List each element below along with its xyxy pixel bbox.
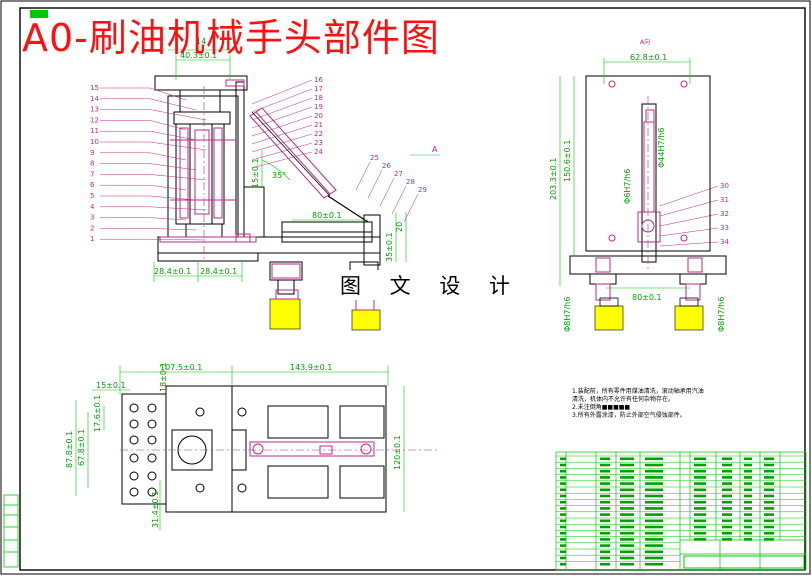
dim-front-80: 80±0.1: [312, 211, 342, 220]
front-base-plate: [157, 236, 381, 254]
dim-front-28-4-left: 28.4±0.1: [154, 267, 191, 276]
balloon-labels: 1514131211109876543211617181920212223242…: [90, 76, 729, 246]
dim-top-120: 120±0.1: [393, 435, 402, 470]
view-label-a: A: [432, 145, 438, 154]
dim-side-80: 80±0.1: [632, 293, 662, 302]
dim-front-35: 35±0.1: [385, 232, 394, 262]
balloon-number: 14: [90, 95, 99, 103]
balloon-number: 25: [370, 154, 379, 162]
left-margin-strip: [3, 494, 19, 568]
front-yellow-block-right: [351, 309, 381, 331]
dim-side-203: 203.3±0.1: [549, 158, 558, 200]
top-main-plate: [165, 385, 387, 513]
balloon-number: 13: [90, 106, 99, 114]
dim-front-20: 20: [395, 222, 404, 232]
balloon-number: 19: [314, 103, 323, 111]
balloon-number: 16: [314, 76, 323, 84]
dim-top-15: 15±0.1: [96, 381, 126, 390]
balloon-number: 26: [382, 162, 391, 170]
dim-front-15: 15±0.1: [251, 158, 260, 188]
balloon-number: 9: [90, 149, 94, 157]
balloon-number: 3: [90, 214, 94, 222]
dim-front-14: 14: [196, 37, 206, 46]
dim-top-17-6: 17.6±0.1: [93, 395, 102, 432]
balloon-number: 29: [418, 186, 427, 194]
top-view: [75, 366, 440, 530]
note-line: 3.所有外露涂漆，防止外部空气侵蚀部件。: [572, 412, 686, 419]
balloon-number: 11: [90, 127, 99, 135]
balloon-number: 20: [314, 112, 323, 120]
sheet-corner-tag: [30, 10, 48, 18]
front-yellow-block-left: [269, 298, 301, 330]
balloon-number: 34: [720, 238, 729, 246]
dim-top-107-5: 107.5±0.1: [160, 363, 202, 372]
balloon-number: 6: [90, 181, 95, 189]
view-label-a-direction: A向: [640, 38, 650, 46]
balloon-number: 1: [90, 235, 94, 243]
balloon-number: 27: [394, 170, 403, 178]
balloon-number: 2: [90, 224, 94, 232]
front-column: [167, 95, 239, 238]
dim-front-angle: 35°: [272, 171, 286, 180]
dim-side-6h7: Φ6H7/h6: [623, 169, 632, 204]
dim-front-28-4-right: 28.4±0.1: [200, 267, 237, 276]
balloon-number: 15: [90, 84, 99, 92]
dim-side-150: 150.6±0.1: [563, 140, 572, 182]
balloon-number: 12: [90, 116, 99, 124]
dim-top-18: 18±0.1: [159, 362, 168, 392]
balloon-number: 5: [90, 192, 94, 200]
balloon-number: 10: [90, 138, 99, 146]
balloon-number: 23: [314, 139, 323, 147]
side-yellow-block-right: [674, 305, 704, 331]
balloon-number: 30: [720, 182, 729, 190]
dim-top-87-8: 87.8±0.1: [65, 431, 74, 468]
dim-top-31-4: 31.4±0.1: [151, 491, 160, 528]
dim-side-44h7: Φ44H7/h6: [657, 128, 666, 168]
balloon-number: 7: [90, 170, 94, 178]
dim-front-40-3: 40.3±0.1: [180, 51, 217, 60]
top-left-plate: [121, 393, 167, 505]
balloon-number: 8: [90, 160, 94, 168]
balloon-number: 21: [314, 121, 323, 129]
balloon-number: 32: [720, 210, 729, 218]
dim-side-8h7-right: Φ8H7/h6: [717, 297, 726, 332]
watermark-text: 图 文 设 计: [336, 270, 526, 300]
balloon-number: 4: [90, 203, 95, 211]
side-yellow-block-left: [594, 305, 624, 331]
side-view: [559, 58, 727, 331]
dim-side-62-8: 62.8±0.1: [630, 53, 667, 62]
dim-top-67-8: 67.8±0.1: [77, 429, 86, 466]
balloon-number: 31: [720, 196, 729, 204]
balloon-number: 18: [314, 94, 323, 102]
balloon-number: 17: [314, 85, 323, 93]
balloon-number: 24: [314, 148, 323, 156]
balloon-number: 33: [720, 224, 729, 232]
technical-notes: 1.装配前，所有零件用煤油清洗，滚动轴承用汽油 清洗，机体内不允许有任何杂物存在…: [572, 388, 742, 420]
balloon-number: 28: [406, 178, 415, 186]
dim-side-8h7-left: Φ8H7/h6: [563, 297, 572, 332]
balloon-leaders: [100, 79, 719, 247]
title-block: [555, 451, 807, 571]
note-line: 2.未注倒角■■■■■: [572, 404, 631, 411]
drawing-title: A0-刷油机械手头部件图: [22, 16, 440, 60]
dim-top-143-9: 143.9±0.1: [290, 363, 332, 372]
note-line: 清洗，机体内不允许有任何杂物存在。: [572, 396, 675, 403]
inner-frame: [19, 7, 806, 571]
note-line: 1.装配前，所有零件用煤油清洗，滚动轴承用汽油: [572, 388, 704, 395]
front-view: [153, 49, 440, 331]
balloon-number: 22: [314, 130, 323, 138]
